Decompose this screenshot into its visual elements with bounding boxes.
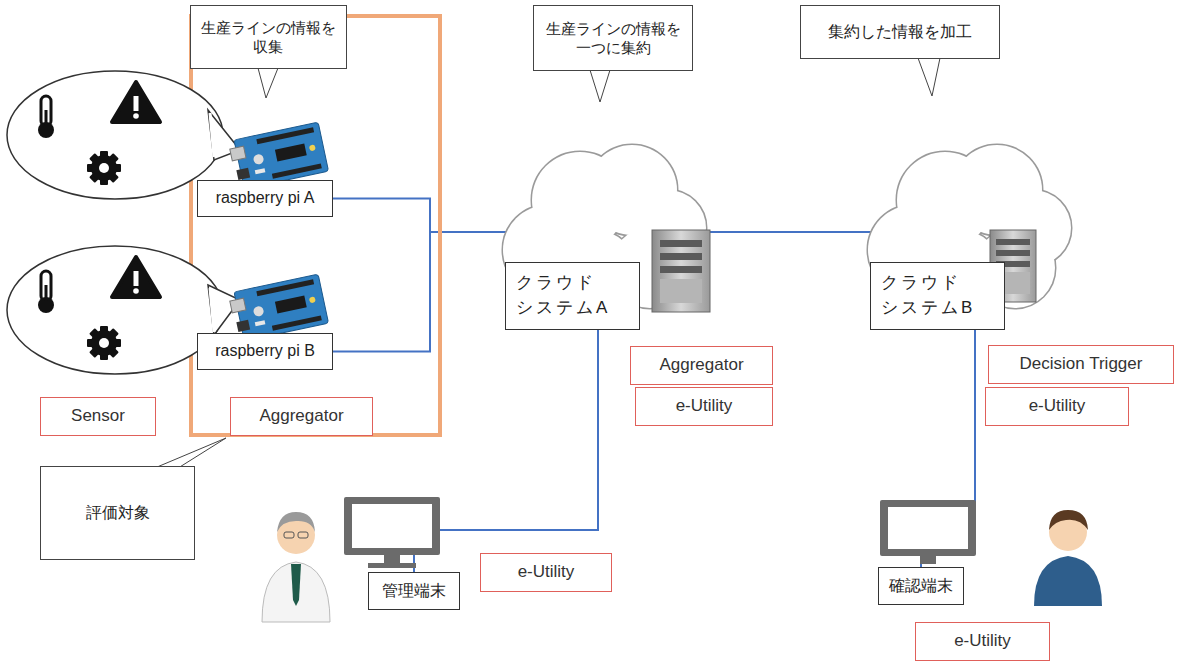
node-text: Sensor (71, 405, 125, 427)
node-text: 集約した情報を加工 (828, 22, 972, 43)
raspberry-pi-board (228, 274, 328, 342)
device-label: raspberry pi B (197, 333, 333, 370)
node-text: 確認端末 (889, 576, 953, 597)
node-text: raspberry pi B (215, 341, 315, 362)
cloud-label: クラウド システムB (870, 262, 1005, 330)
device-label: 確認端末 (878, 567, 964, 605)
callout-bubble: 集約した情報を加工 (800, 5, 1000, 59)
role-tag: e-Utility (635, 387, 773, 426)
node-text: Decision Trigger (1020, 353, 1143, 375)
role-tag: e-Utility (985, 387, 1129, 426)
node-text: クラウド システムB (881, 271, 998, 320)
role-tag: Aggregator (630, 346, 773, 385)
node-text: e-Utility (518, 561, 575, 583)
node-text: e-Utility (954, 630, 1011, 652)
device-label: raspberry pi A (197, 180, 333, 217)
evaluation-frame (191, 16, 440, 435)
callout-bubble: 評価対象 (40, 466, 195, 560)
node-text: クラウド システムA (516, 271, 633, 320)
role-tag: Decision Trigger (988, 345, 1174, 384)
monitor-icon (344, 497, 440, 568)
callout-tail (918, 58, 940, 96)
node-text: raspberry pi A (216, 188, 315, 209)
role-tag: Sensor (40, 397, 156, 436)
callout-tail (258, 68, 278, 98)
callout-bubble: 生産ラインの情報を 一つに集約 (533, 5, 693, 71)
device-label: 管理端末 (368, 572, 460, 610)
callout-bubble: 生産ラインの情報を 収集 (190, 5, 347, 69)
role-tag: Aggregator (230, 397, 373, 436)
server-icon (652, 230, 710, 312)
role-tag: e-Utility (915, 622, 1050, 661)
node-text: 生産ラインの情報を 収集 (197, 18, 340, 57)
monitor-icon (880, 500, 976, 564)
manager-person (262, 512, 330, 622)
node-text: 管理端末 (382, 581, 446, 602)
node-text: e-Utility (1029, 395, 1086, 417)
staff-person (1034, 510, 1102, 606)
node-text: 生産ラインの情報を 一つに集約 (540, 19, 686, 58)
node-text: 評価対象 (86, 503, 150, 524)
role-tag: e-Utility (480, 553, 612, 592)
node-text: e-Utility (676, 395, 733, 417)
node-text: Aggregator (259, 405, 343, 427)
node-text: Aggregator (659, 354, 743, 376)
cloud-label: クラウド システムA (505, 262, 640, 330)
callout-tail (590, 70, 610, 102)
